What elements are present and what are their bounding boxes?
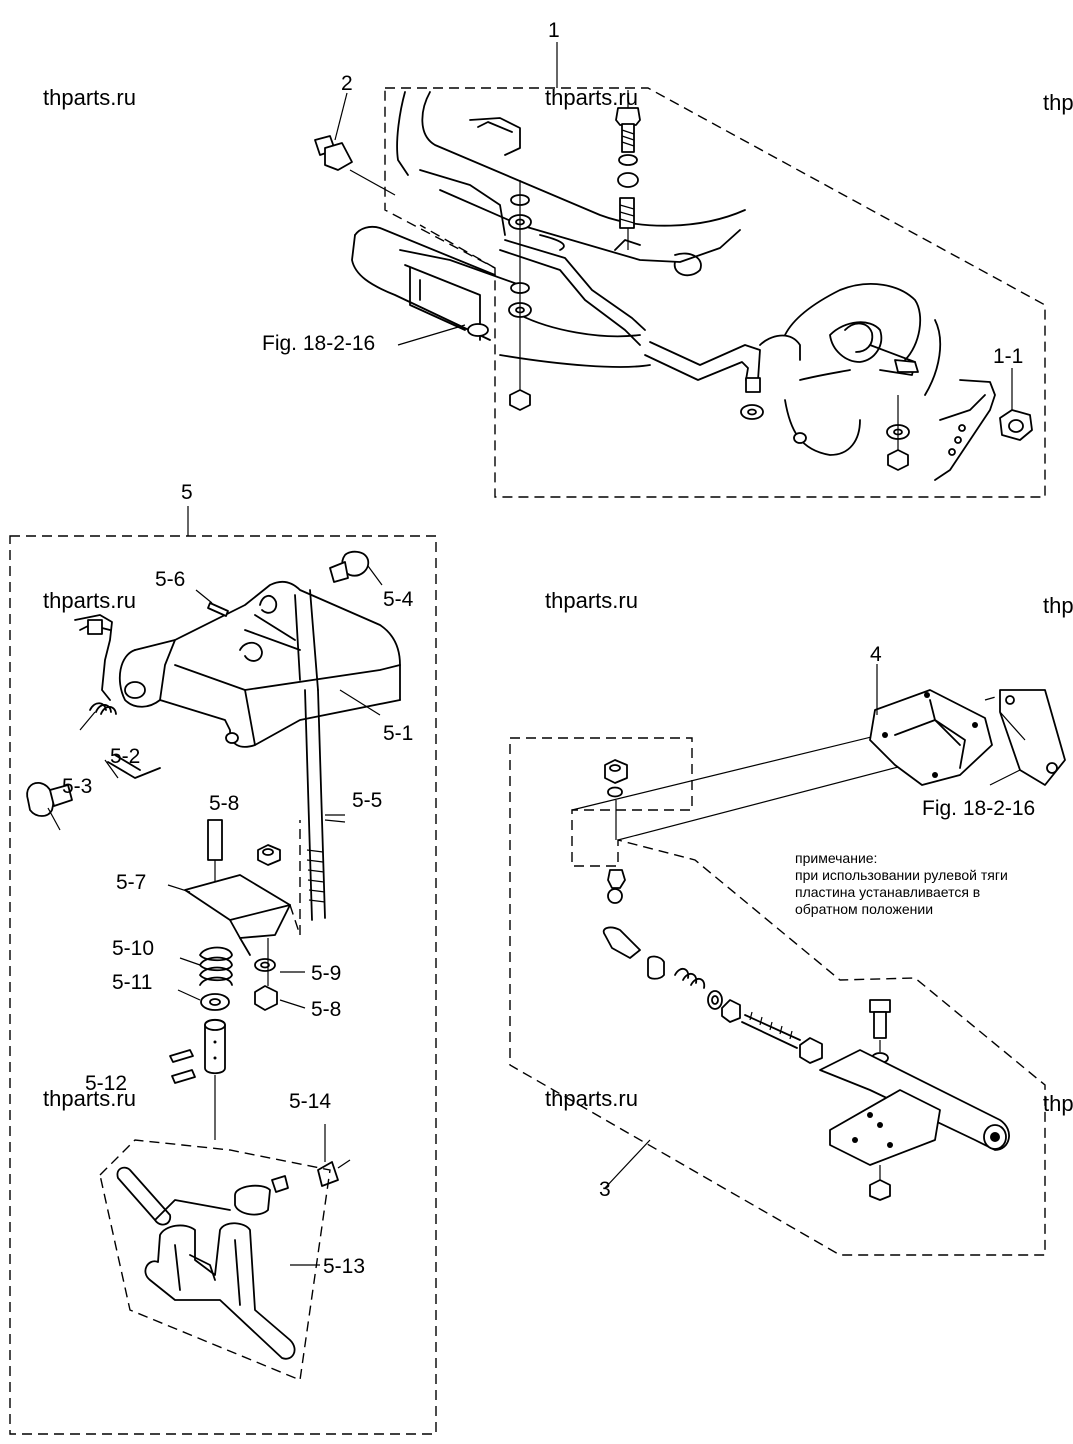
callout-5-6: 5-6 <box>155 568 186 591</box>
group-3-4-plate-assembly <box>509 664 1066 1256</box>
figure-ref-top: Fig. 18-2-16 <box>262 332 376 355</box>
callout-1-1: 1-1 <box>993 345 1024 368</box>
callout-5-14: 5-14 <box>289 1090 332 1113</box>
callout-5-11: 5-11 <box>112 971 153 994</box>
callout-5-3: 5-3 <box>62 775 93 798</box>
watermark: thparts.ru <box>43 588 136 613</box>
callout-5-12: 5-12 <box>85 1072 128 1095</box>
watermark: thparts.ru <box>545 85 638 110</box>
note-line-2: при использовании рулевой тяги <box>795 867 1008 883</box>
callout-5-7: 5-7 <box>116 871 147 894</box>
watermark: thp <box>1043 593 1073 618</box>
watermark: thparts.ru <box>43 1086 136 1111</box>
callout-5-2: 5-2 <box>110 745 141 768</box>
group-5-lever-assembly <box>9 506 437 1435</box>
callout-5-10: 5-10 <box>112 937 155 960</box>
figure-ref-right: Fig. 18-2-16 <box>922 797 1036 820</box>
callout-1: 1 <box>548 19 560 42</box>
callout-5-4: 5-4 <box>383 588 414 611</box>
watermark: thparts.ru <box>545 588 638 613</box>
callout-4: 4 <box>870 643 882 666</box>
note-line-4: обратном положении <box>795 901 934 917</box>
callout-5-5: 5-5 <box>352 789 383 812</box>
callout-5-8-top: 5-8 <box>209 792 240 815</box>
callout-5-8-bottom: 5-8 <box>311 998 342 1021</box>
callout-5: 5 <box>181 481 193 504</box>
callout-5-9: 5-9 <box>311 962 342 985</box>
group-1-linkage-assembly <box>314 42 1046 498</box>
callout-2: 2 <box>341 72 353 95</box>
note-line-1: примечание: <box>795 850 878 866</box>
watermark: thp <box>1043 90 1073 115</box>
callout-5-1: 5-1 <box>383 722 414 745</box>
installation-note: примечание: при использовании рулевой тя… <box>795 850 1065 918</box>
note-line-3: пластина устанавливается в <box>795 884 981 900</box>
watermark: thparts.ru <box>43 85 136 110</box>
callout-3: 3 <box>599 1178 611 1201</box>
watermark: thparts.ru <box>545 1086 638 1111</box>
watermark: thp <box>1043 1091 1073 1116</box>
callout-5-13: 5-13 <box>323 1255 366 1278</box>
